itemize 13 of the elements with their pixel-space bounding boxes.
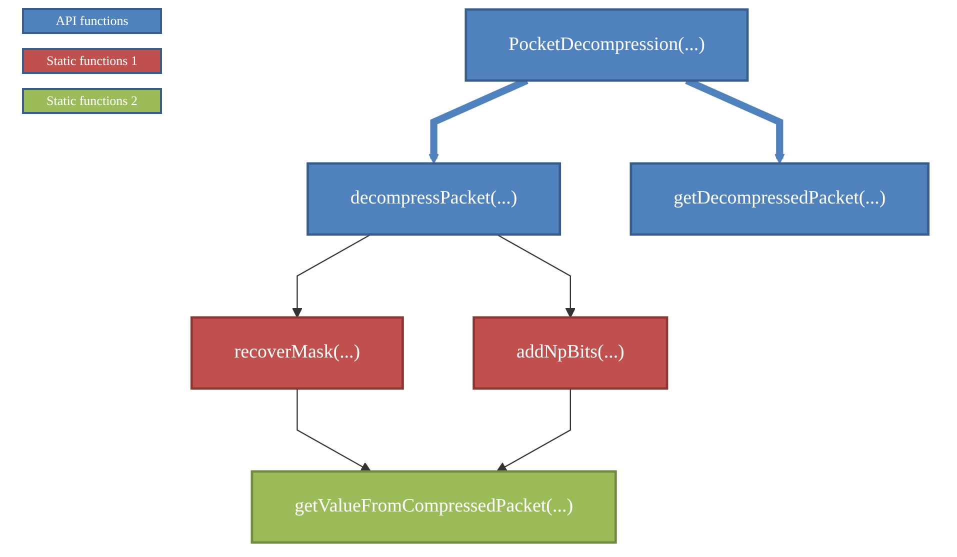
- node-box: getDecompressedPacket(...): [630, 162, 930, 236]
- arrow: [496, 234, 576, 318]
- legend-swatch: API functions: [22, 8, 162, 34]
- node-box: recoverMask(...): [190, 316, 404, 390]
- node-box: decompressPacket(...): [306, 162, 562, 236]
- arrow: [296, 388, 372, 472]
- node-box: getValueFromCompressedPacket(...): [250, 470, 617, 544]
- arrow: [292, 234, 372, 318]
- arrow: [496, 388, 571, 472]
- legend-swatch: Static functions 1: [22, 48, 162, 74]
- node-box: addNpBits(...): [472, 316, 668, 390]
- node-box: PocketDecompression(...): [464, 8, 749, 82]
- legend-swatch: Static functions 2: [22, 88, 162, 114]
